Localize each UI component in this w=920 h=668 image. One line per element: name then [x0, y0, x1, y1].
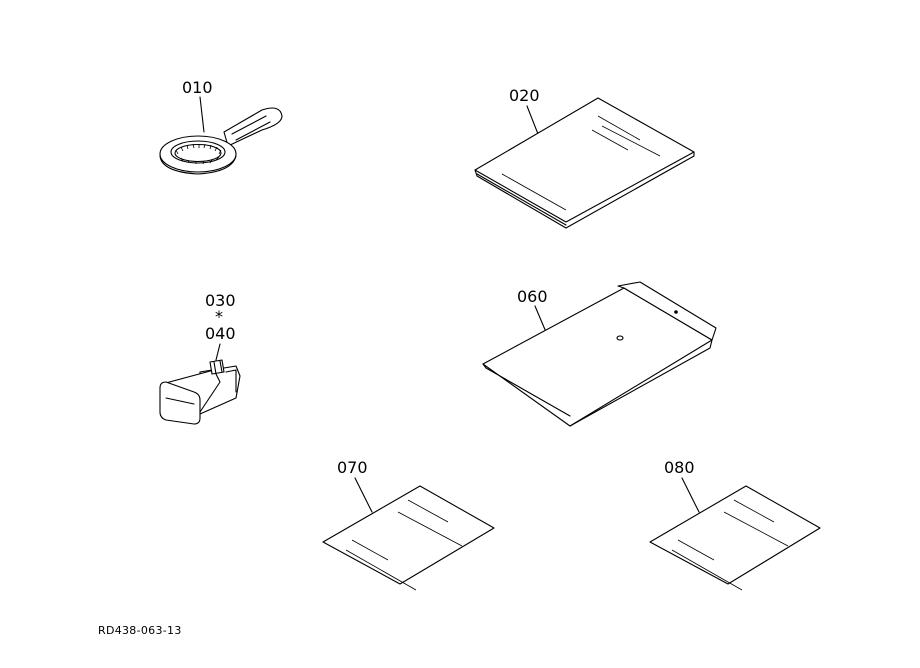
leader-010 — [199, 96, 205, 133]
cap-front-face — [159, 381, 201, 425]
leader-080 — [681, 477, 700, 513]
part-020-manual: 020 — [474, 86, 695, 229]
leaflet-070-sheet — [322, 485, 495, 585]
label-070: 070 — [337, 458, 368, 477]
folder-flap — [617, 281, 717, 341]
manual-cover — [474, 97, 695, 223]
part-080-leaflet: 080 — [649, 458, 821, 591]
label-020: 020 — [509, 86, 540, 105]
leaflet-080-sheet — [649, 485, 821, 585]
folder-hole — [616, 335, 624, 341]
label-040: 040 — [205, 324, 236, 343]
label-080: 080 — [664, 458, 695, 477]
wrench-handle — [223, 107, 283, 147]
leader-070 — [354, 477, 373, 513]
leader-040 — [215, 343, 221, 361]
part-060-folder: 060 — [482, 281, 717, 427]
label-060: 060 — [517, 287, 548, 306]
wrench-ring — [159, 135, 237, 173]
leader-060 — [534, 305, 547, 333]
leader-020 — [526, 105, 539, 135]
part-010-filter-wrench: 010 — [159, 78, 283, 175]
label-010: 010 — [182, 78, 213, 97]
drawing-code: RD438-063-13 — [98, 624, 182, 637]
part-070-leaflet: 070 — [322, 458, 495, 591]
joiner-mark: * — [215, 307, 223, 326]
label-030: 030 — [205, 291, 236, 310]
part-030-040-cap: 030 * 040 — [159, 291, 241, 425]
